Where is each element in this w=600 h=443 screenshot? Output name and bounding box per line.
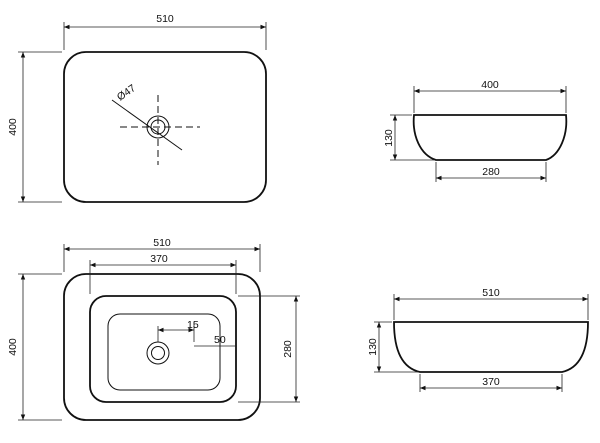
hole-diameter-label: Ø47: [115, 82, 138, 103]
basin-outline-plan: [63, 273, 261, 421]
long-height-dimension-label: 130: [367, 338, 379, 356]
drain-inner: [151, 346, 165, 360]
side-view-short: 400 130 280: [383, 79, 568, 182]
drain-outer: [146, 341, 170, 365]
long-base-width-dimension-label: 370: [482, 376, 500, 388]
plan-view: 510 370 400 280 15 50: [7, 237, 300, 421]
plan-width-dimension-label: 510: [153, 237, 171, 249]
height-dimension-label: 130: [383, 129, 395, 147]
basin-profile-long: [393, 321, 589, 373]
bowl-rim: [89, 295, 237, 403]
long-top-width-dimension-label: 510: [482, 287, 500, 299]
depth-dimension-label: 400: [7, 118, 19, 136]
plan-inner-width-dimension-label: 370: [150, 253, 168, 265]
drain-offset-dimension-label: 15: [187, 319, 199, 331]
top-width-dimension-label: 400: [481, 79, 499, 91]
hole-leader-line: [111, 99, 183, 151]
plan-depth-dimension-label: 400: [7, 338, 19, 356]
width-dimension-label: 510: [156, 13, 174, 25]
side-view-long: 510 130 370: [367, 287, 589, 392]
drain-hole-inner: [150, 119, 166, 135]
bowl-floor: [107, 313, 221, 391]
top-view: 510 400 Ø47: [7, 13, 267, 203]
drain-edge-dimension-label: 50: [214, 334, 226, 346]
basin-outline-top: [63, 51, 267, 203]
drain-hole-outer: [146, 115, 170, 139]
plan-inner-depth-dimension-label: 280: [282, 340, 294, 358]
basin-profile-short: [412, 114, 568, 161]
base-width-dimension-label: 280: [482, 166, 500, 178]
